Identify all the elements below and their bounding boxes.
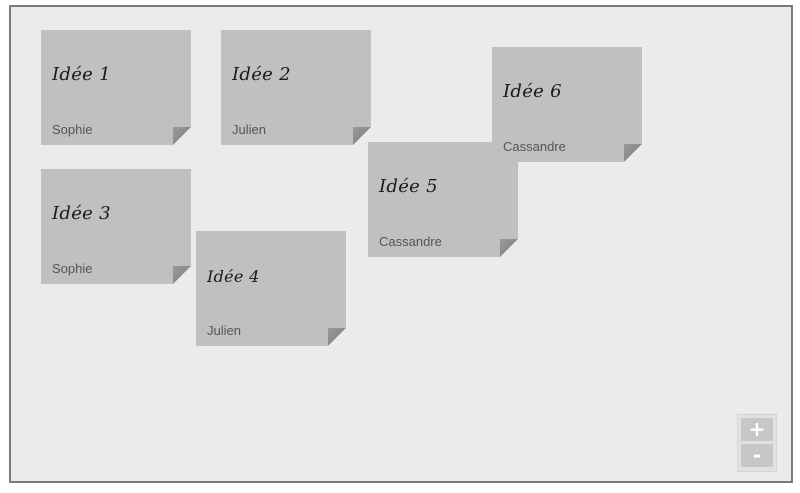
note-title: Idée 5: [379, 176, 438, 197]
folded-corner: [500, 239, 518, 257]
sticky-note-2[interactable]: Idée 2 Julien: [221, 30, 371, 145]
sticky-note-4[interactable]: Idée 4 Julien: [196, 231, 346, 346]
folded-corner: [173, 127, 191, 145]
note-author: Cassandre: [503, 139, 566, 154]
note-title: Idée 3: [52, 203, 111, 224]
note-title: Idée 4: [207, 267, 260, 286]
sticky-note-6[interactable]: Idée 6 Cassandre: [492, 47, 642, 162]
zoom-in-button[interactable]: +: [741, 418, 773, 441]
folded-corner: [173, 266, 191, 284]
note-author: Julien: [232, 122, 266, 137]
zoom-control: + -: [737, 414, 777, 472]
note-title: Idée 6: [503, 81, 562, 102]
sticky-note-1[interactable]: Idée 1 Sophie: [41, 30, 191, 145]
note-author: Sophie: [52, 122, 93, 137]
note-title: Idée 1: [52, 64, 111, 85]
note-author: Sophie: [52, 261, 93, 276]
note-title: Idée 2: [232, 64, 291, 85]
sticky-note-3[interactable]: Idée 3 Sophie: [41, 169, 191, 284]
folded-corner: [328, 328, 346, 346]
note-author: Julien: [207, 323, 241, 338]
note-author: Cassandre: [379, 234, 442, 249]
idea-board[interactable]: Idée 1 Sophie Idée 2 Julien Idée 3 Sophi…: [9, 5, 793, 483]
zoom-out-button[interactable]: -: [741, 444, 773, 467]
folded-corner: [624, 144, 642, 162]
